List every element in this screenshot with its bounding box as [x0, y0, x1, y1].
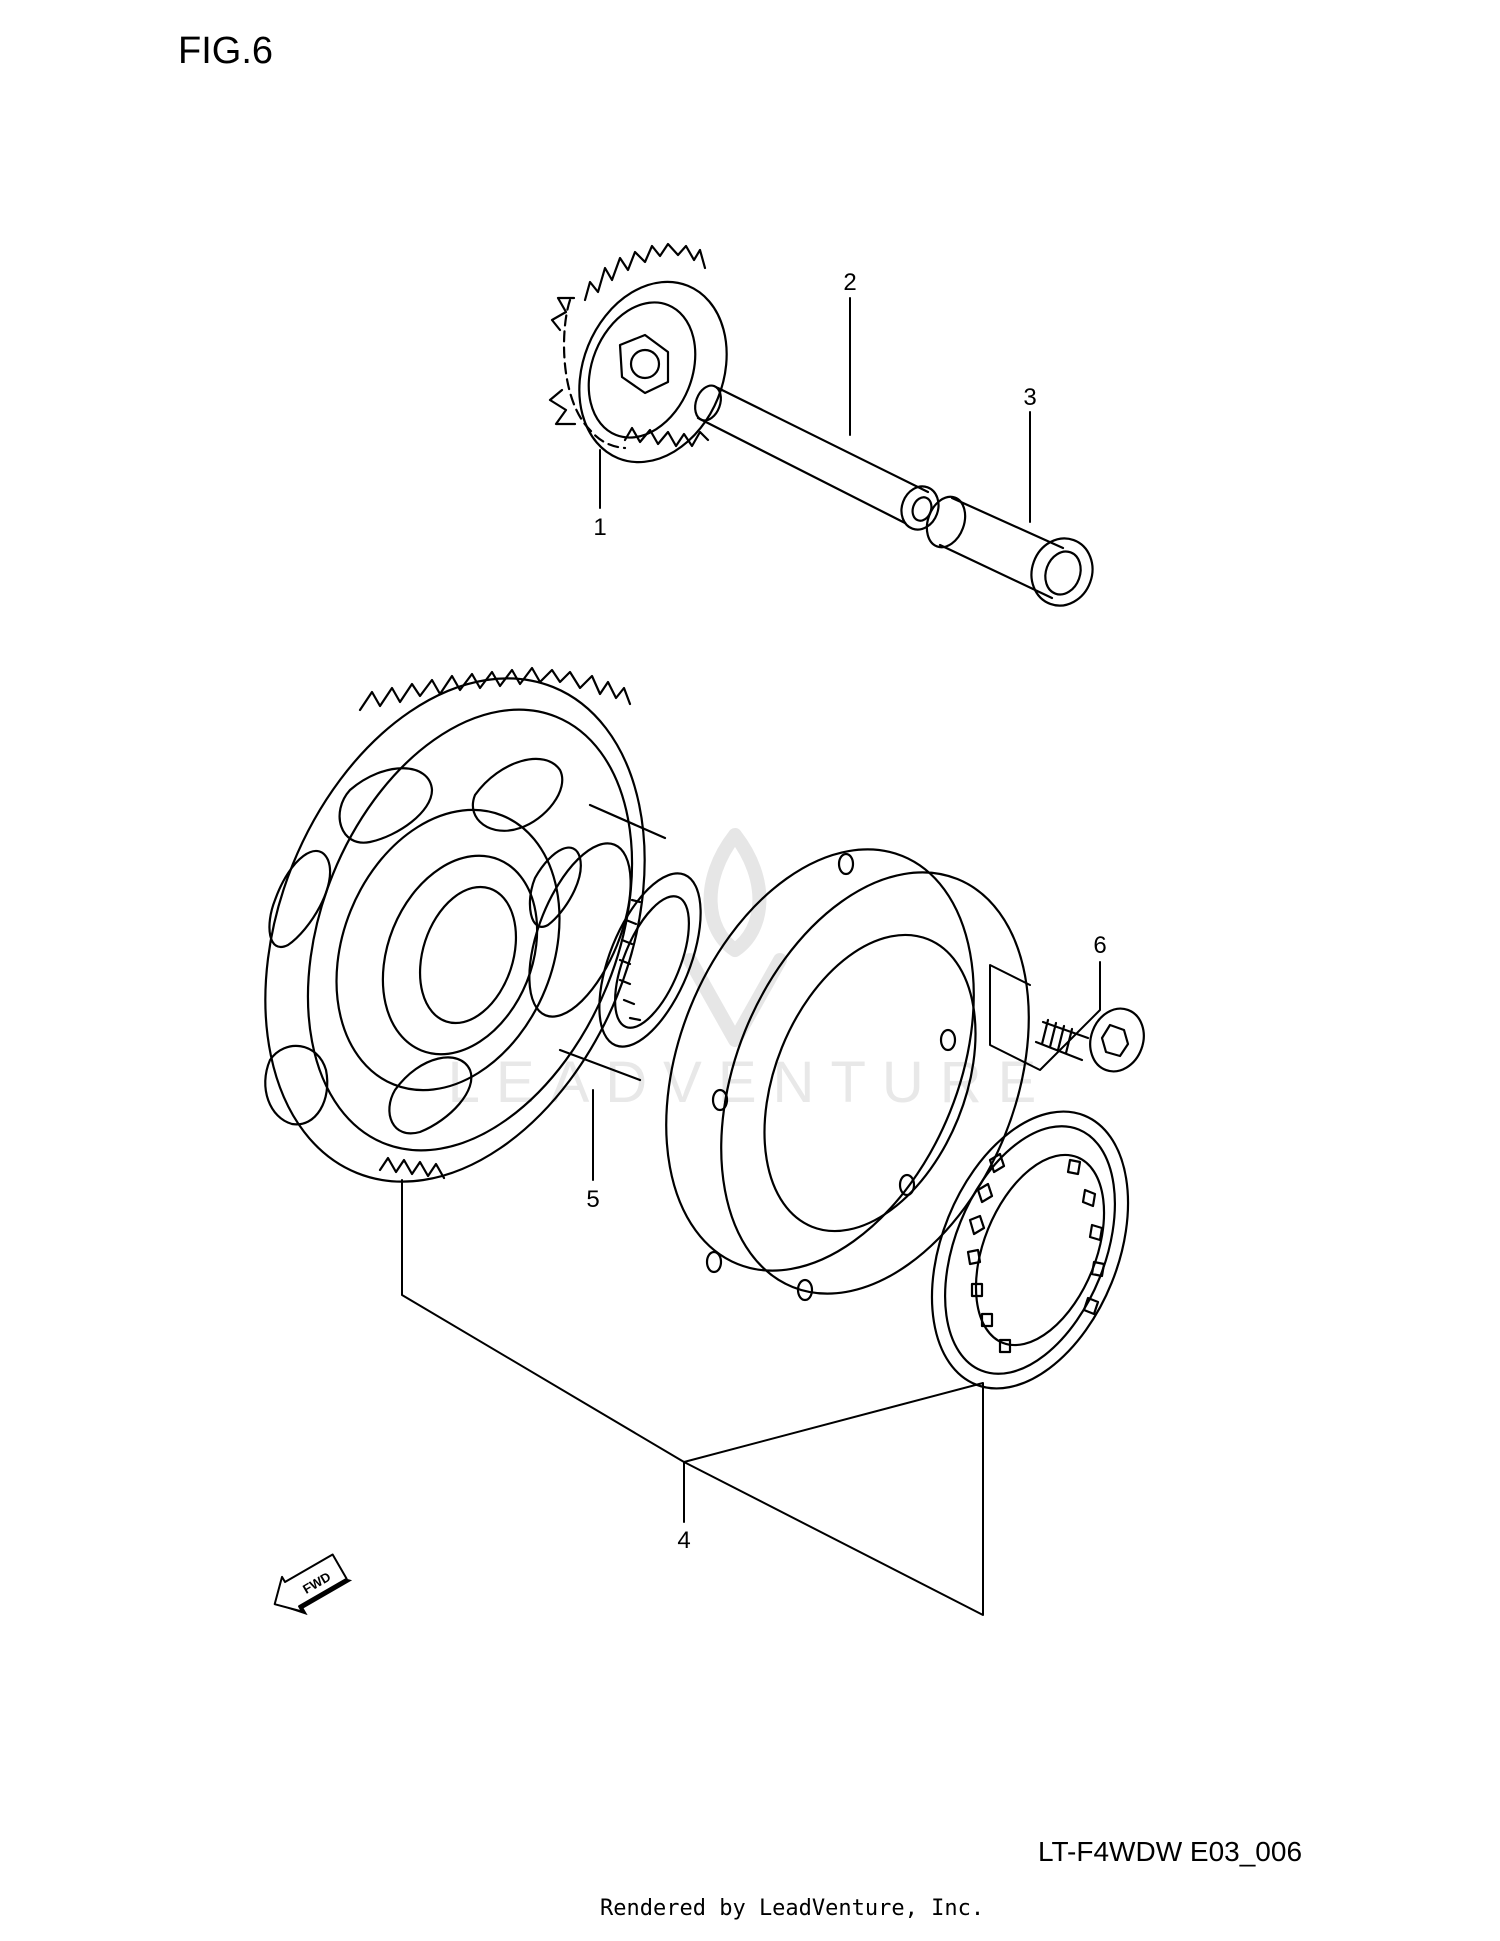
shaft-body: [696, 386, 930, 525]
driven-gear-window-5: [388, 1056, 473, 1135]
watermark-text: LEADVENTURE: [448, 1050, 1053, 1115]
bushing-end-left: [925, 495, 967, 549]
bushing[interactable]: [920, 491, 1102, 614]
one-way-clutch[interactable]: [894, 1083, 1166, 1418]
leader-lines: [401, 297, 1101, 1616]
bolt[interactable]: [1034, 1001, 1152, 1079]
callout-3: 3: [1023, 384, 1036, 411]
forward-arrow-shadow: [274, 1578, 353, 1616]
forward-arrow-icon: FWD: [273, 1553, 353, 1616]
driven-gear-window-3: [268, 849, 332, 949]
idle-gear-face: [587, 301, 697, 439]
driven-gear-window-2: [338, 767, 434, 844]
clutch-housing-bolt-hole-2: [939, 1028, 957, 1052]
idle-gear[interactable]: [548, 242, 753, 484]
callout-1: 1: [593, 514, 606, 541]
clutch-housing-bolt-hole-6: [711, 1088, 729, 1112]
clutch-housing-bolt-hole-4: [796, 1278, 814, 1302]
render-credit: Rendered by LeadVenture, Inc.: [600, 1896, 985, 1921]
figure-title: FIG.6: [178, 30, 274, 72]
idle-gear-teeth: [548, 242, 710, 448]
driven-gear-window-4: [264, 1044, 329, 1126]
driven-gear-rim-outer: [264, 677, 646, 1183]
leader-6: [989, 961, 1101, 1071]
callout-5: 5: [586, 1186, 599, 1213]
one-way-clutch-sprags: [966, 1152, 1106, 1354]
clutch-housing-bolt-hole-5: [705, 1250, 723, 1274]
leader-4-bracket: [401, 1179, 984, 1616]
needle-bearing-body: [558, 803, 667, 1082]
needle-bearing[interactable]: [508, 803, 721, 1082]
callout-6: 6: [1093, 932, 1106, 959]
driven-gear-rim-inner: [306, 708, 634, 1152]
needle-bearing-rollers: [618, 898, 642, 1022]
bushing-end-right: [1030, 537, 1094, 607]
bolt-head: [1089, 1007, 1145, 1073]
needle-bearing-back: [528, 842, 632, 1018]
idle-gear-bore: [629, 348, 661, 380]
forward-arrow-outline: [273, 1553, 348, 1613]
needle-bearing-inner: [614, 895, 690, 1029]
clutch-housing-bolt-hole-3: [898, 1173, 916, 1197]
driven-gear-teeth: [358, 666, 632, 1180]
driven-gear-window-1: [471, 757, 564, 832]
shaft-end-right: [900, 485, 940, 531]
driven-gear-bore: [418, 885, 518, 1025]
idle-gear-hub: [618, 333, 670, 395]
one-way-clutch-outer: [930, 1110, 1130, 1390]
clutch-housing-bore: [763, 933, 977, 1233]
diagram-code: LT-F4WDW E03_006: [1038, 1836, 1303, 1867]
starter-driven-gear[interactable]: [195, 622, 716, 1239]
clutch-housing-bolt-hole-1: [837, 852, 855, 876]
callout-2: 2: [843, 269, 856, 296]
shaft-end-left: [694, 384, 722, 422]
driven-gear-window-6: [528, 846, 582, 928]
watermark-logo: [683, 828, 787, 1047]
idle-gear-outline: [562, 298, 627, 450]
clutch-housing-back: [665, 848, 975, 1272]
driven-gear-boss-inner: [381, 854, 539, 1056]
bushing-body: [938, 496, 1065, 600]
bolt-hex-socket: [1100, 1023, 1130, 1058]
bushing-bore: [1044, 550, 1082, 596]
idle-gear-rim: [578, 280, 728, 464]
shaft-end-right-inner: [911, 496, 933, 522]
one-way-clutch-ring: [944, 1125, 1116, 1375]
callout-4: 4: [677, 1527, 690, 1554]
bolt-thread: [1040, 1018, 1074, 1055]
shaft[interactable]: [691, 382, 945, 535]
needle-bearing-front: [598, 872, 702, 1048]
callout-labels: 1 2 3 4 5 6: [586, 269, 1106, 1554]
driven-gear-boss-outer: [335, 808, 561, 1092]
